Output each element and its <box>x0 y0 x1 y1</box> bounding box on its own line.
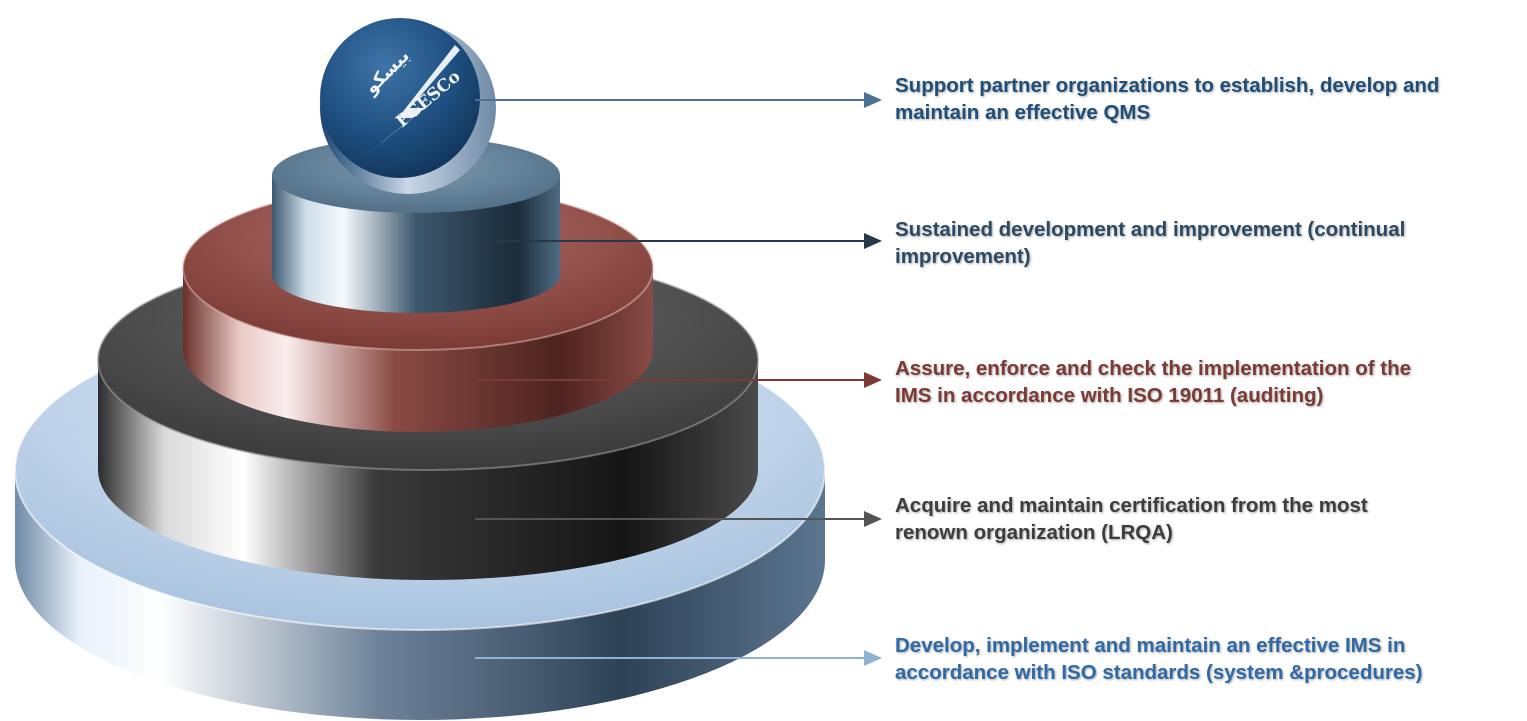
tier-label-line: maintain an effective QMS <box>895 101 1151 124</box>
tier-label-top: Support partner organizations to establi… <box>895 72 1515 126</box>
tier-label-line: Develop, implement and maintain an effec… <box>895 634 1406 657</box>
tier-label-line: Assure, enforce and check the implementa… <box>895 357 1412 380</box>
tier-label-auditing: Assure, enforce and check the implementa… <box>895 355 1515 409</box>
tier-label-line: accordance with ISO standards (system &p… <box>895 661 1423 684</box>
tier-label-continual-improvement: Sustained development and improvement (c… <box>895 216 1515 270</box>
tier-label-line: IMS in accordance with ISO 19011 (auditi… <box>895 384 1324 407</box>
tier-label-line: Support partner organizations to establi… <box>895 74 1440 97</box>
tier-label-line: Acquire and maintain certification from … <box>895 494 1368 517</box>
tier-label-certification: Acquire and maintain certification from … <box>895 492 1515 546</box>
tier-label-line: renown organization (LRQA) <box>895 521 1173 544</box>
tier-label-ims-base: Develop, implement and maintain an effec… <box>895 632 1515 686</box>
pgesco-logo: PGESCo بيسكو <box>320 18 496 194</box>
tier-label-line: improvement) <box>895 245 1031 268</box>
tier-label-line: Sustained development and improvement (c… <box>895 218 1406 241</box>
lightning-bolt-icon <box>360 45 460 160</box>
